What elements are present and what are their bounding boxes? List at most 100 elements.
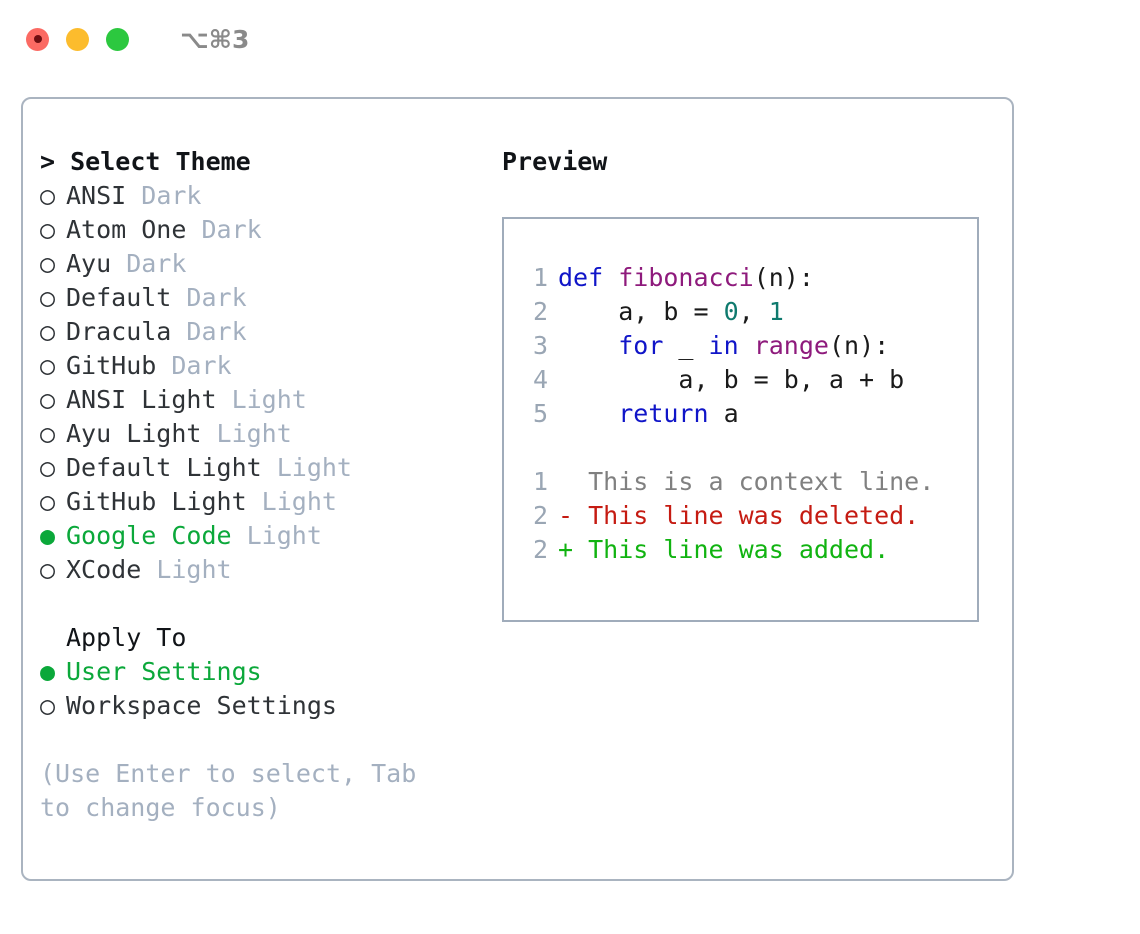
theme-option-label: ANSI Light bbox=[66, 385, 217, 414]
apply-to-list: ● User Settings○ Workspace Settings bbox=[40, 655, 490, 723]
theme-option-google-code[interactable]: ● Google Code Light bbox=[40, 519, 490, 553]
theme-option-label: ANSI bbox=[66, 181, 127, 210]
code-token-kw: def bbox=[558, 263, 619, 292]
radio-unselected-icon: ○ bbox=[40, 317, 71, 346]
code-token-fn: fibonacci bbox=[618, 263, 754, 292]
apply-to-option-user-settings[interactable]: ● User Settings bbox=[40, 655, 490, 689]
line-number: 2 bbox=[532, 297, 548, 326]
code-token-num: 0 bbox=[723, 297, 739, 326]
theme-option-default[interactable]: ○ Default Dark bbox=[40, 281, 490, 315]
theme-option-label: XCode bbox=[66, 555, 142, 584]
theme-option-label: Ayu Light bbox=[66, 419, 202, 448]
code-token-kw: for bbox=[618, 331, 664, 360]
radio-unselected-icon: ○ bbox=[40, 487, 71, 516]
theme-option-default-light[interactable]: ○ Default Light Light bbox=[40, 451, 490, 485]
apply-to-option-label: User Settings bbox=[66, 657, 262, 686]
theme-option-kind-badge: Light bbox=[246, 487, 337, 516]
radio-unselected-icon: ○ bbox=[40, 181, 71, 210]
diff-line-text: This is a context line. bbox=[548, 467, 934, 496]
theme-option-label: Ayu bbox=[66, 249, 112, 278]
diff-text: This is a context line. bbox=[588, 467, 935, 496]
theme-option-kind-badge: Light bbox=[216, 385, 307, 414]
radio-selected-icon: ● bbox=[40, 521, 71, 550]
radio-unselected-icon: ○ bbox=[40, 351, 71, 380]
radio-selected-icon: ● bbox=[40, 657, 71, 686]
code-line-text: for _ in range(n): bbox=[548, 331, 889, 360]
select-theme-title: Select Theme bbox=[70, 147, 251, 176]
theme-option-label: GitHub Light bbox=[66, 487, 247, 516]
traffic-light-group bbox=[26, 27, 129, 51]
code-line: 3 for _ in range(n): bbox=[518, 329, 977, 363]
theme-option-github-light[interactable]: ○ GitHub Light Light bbox=[40, 485, 490, 519]
code-line: 4 a, b = b, a + b bbox=[518, 363, 977, 397]
theme-option-label: Atom One bbox=[66, 215, 187, 244]
maximize-window-button[interactable] bbox=[106, 27, 129, 51]
code-token-kw: in bbox=[708, 331, 739, 360]
diff-line: 2 + This line was added. bbox=[518, 533, 977, 567]
theme-option-kind-badge: Light bbox=[141, 555, 232, 584]
diff-text: This line was deleted. bbox=[588, 501, 920, 530]
diff-text: This line was added. bbox=[588, 535, 890, 564]
apply-to-option-workspace-settings[interactable]: ○ Workspace Settings bbox=[40, 689, 490, 723]
theme-option-kind-badge: Dark bbox=[126, 181, 202, 210]
line-number: 5 bbox=[532, 399, 548, 428]
close-window-button[interactable] bbox=[26, 27, 49, 51]
diff-line: 2- This line was deleted. bbox=[518, 499, 977, 533]
code-line-text: def fibonacci(n): bbox=[548, 263, 814, 292]
keyboard-hint-text: (Use Enter to select, Tab to change focu… bbox=[40, 759, 432, 822]
radio-unselected-icon: ○ bbox=[40, 249, 71, 278]
theme-selection-column: > Select Theme ○ ANSI Dark○ Atom One Dar… bbox=[40, 145, 490, 825]
theme-list: ○ ANSI Dark○ Atom One Dark○ Ayu Dark○ De… bbox=[40, 179, 490, 587]
code-token-kw: return bbox=[618, 399, 709, 428]
radio-unselected-icon: ○ bbox=[40, 691, 71, 720]
code-token-plain bbox=[739, 331, 754, 360]
theme-option-ansi[interactable]: ○ ANSI Dark bbox=[40, 179, 490, 213]
radio-unselected-icon: ○ bbox=[40, 283, 71, 312]
theme-option-ayu-light[interactable]: ○ Ayu Light Light bbox=[40, 417, 490, 451]
radio-unselected-icon: ○ bbox=[40, 453, 71, 482]
theme-option-xcode[interactable]: ○ XCode Light bbox=[40, 553, 490, 587]
code-diff-spacer bbox=[518, 431, 977, 465]
diff-line: 1 This is a context line. bbox=[518, 465, 977, 499]
radio-unselected-icon: ○ bbox=[40, 419, 71, 448]
diff-marker: + bbox=[558, 535, 589, 564]
line-number: 3 bbox=[532, 331, 548, 360]
line-number: 1 bbox=[532, 263, 548, 292]
theme-option-kind-badge: Dark bbox=[186, 215, 262, 244]
line-number: 4 bbox=[532, 365, 548, 394]
theme-option-ansi-light[interactable]: ○ ANSI Light Light bbox=[40, 383, 490, 417]
code-line-text: a, b = b, a + b bbox=[548, 365, 904, 394]
theme-option-label: Default bbox=[66, 283, 172, 312]
theme-option-dracula[interactable]: ○ Dracula Dark bbox=[40, 315, 490, 349]
theme-option-github[interactable]: ○ GitHub Dark bbox=[40, 349, 490, 383]
theme-option-label: Default Light bbox=[66, 453, 262, 482]
code-token-fn: range bbox=[753, 331, 829, 360]
radio-unselected-icon: ○ bbox=[40, 385, 71, 414]
code-token-plain: a, b = b, a + b bbox=[558, 365, 905, 394]
theme-option-kind-badge: Dark bbox=[111, 249, 187, 278]
window-titlebar: ⌥⌘3 bbox=[0, 0, 1140, 78]
diff-line-text: - This line was deleted. bbox=[548, 501, 919, 530]
theme-option-kind-badge: Light bbox=[231, 521, 322, 550]
minimize-window-button[interactable] bbox=[66, 27, 89, 51]
theme-option-ayu[interactable]: ○ Ayu Dark bbox=[40, 247, 490, 281]
line-number: 2 bbox=[532, 535, 548, 564]
code-token-plain bbox=[558, 331, 618, 360]
apply-to-heading: Apply To bbox=[66, 623, 187, 652]
code-line: 2 a, b = 0, 1 bbox=[518, 295, 977, 329]
theme-option-label: Google Code bbox=[66, 521, 232, 550]
code-token-punct: (n): bbox=[753, 263, 814, 292]
code-token-plain bbox=[558, 399, 618, 428]
code-token-punct: (n): bbox=[828, 331, 890, 360]
code-token-num: 1 bbox=[768, 297, 784, 326]
select-theme-heading: > Select Theme bbox=[40, 145, 490, 179]
theme-picker-pane: > Select Theme ○ ANSI Dark○ Atom One Dar… bbox=[21, 97, 1014, 881]
section-spacer bbox=[40, 587, 490, 621]
preview-heading: Preview bbox=[502, 147, 608, 176]
theme-option-atom-one[interactable]: ○ Atom One Dark bbox=[40, 213, 490, 247]
diff-marker bbox=[558, 467, 588, 496]
